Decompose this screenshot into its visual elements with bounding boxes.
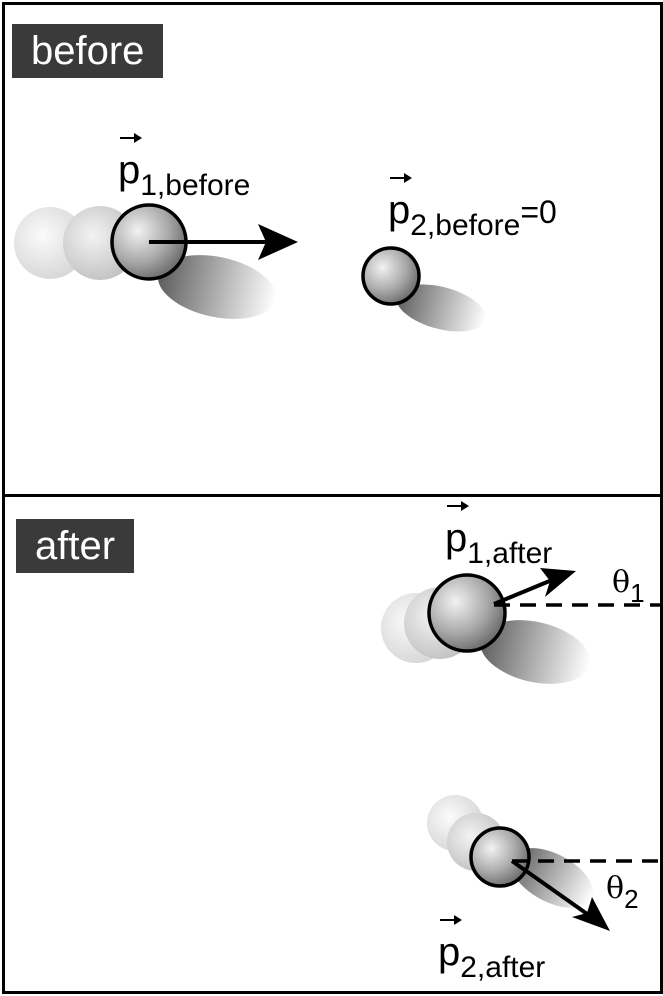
vector-arrow-icon (390, 173, 412, 183)
label-p2-before: p2,before=0 (388, 173, 557, 242)
ball-2-after-body (469, 826, 531, 888)
ball-1-before (14, 203, 277, 319)
ball-2-before (361, 246, 486, 332)
ball-1-after-body (427, 573, 507, 653)
ball-1-after (381, 573, 590, 684)
label-theta1: θ1 (612, 565, 645, 608)
after-label: after (16, 519, 135, 573)
vector-arrow-icon (120, 133, 142, 143)
arrow-p1-before (149, 224, 298, 260)
vector-arrow-icon (440, 915, 462, 925)
ball-1-after-shadow (480, 620, 590, 684)
before-label: before (12, 24, 164, 78)
label-p1-before: p1,before (118, 133, 250, 202)
ball-2-before-body (361, 246, 421, 306)
ball-2-after-shadow (510, 848, 594, 908)
arrow-p1-after (493, 568, 576, 606)
ball-2-after (427, 795, 594, 908)
label-p1-after: p1,after (445, 501, 552, 570)
vector-arrow-icon (447, 501, 469, 511)
ball-2-before-shadow (396, 284, 486, 332)
arrow-p2-after (510, 859, 610, 931)
label-p2-after: p2,after (438, 915, 545, 984)
label-theta2: θ2 (606, 871, 639, 914)
ball-1-before-shadow (157, 255, 277, 319)
